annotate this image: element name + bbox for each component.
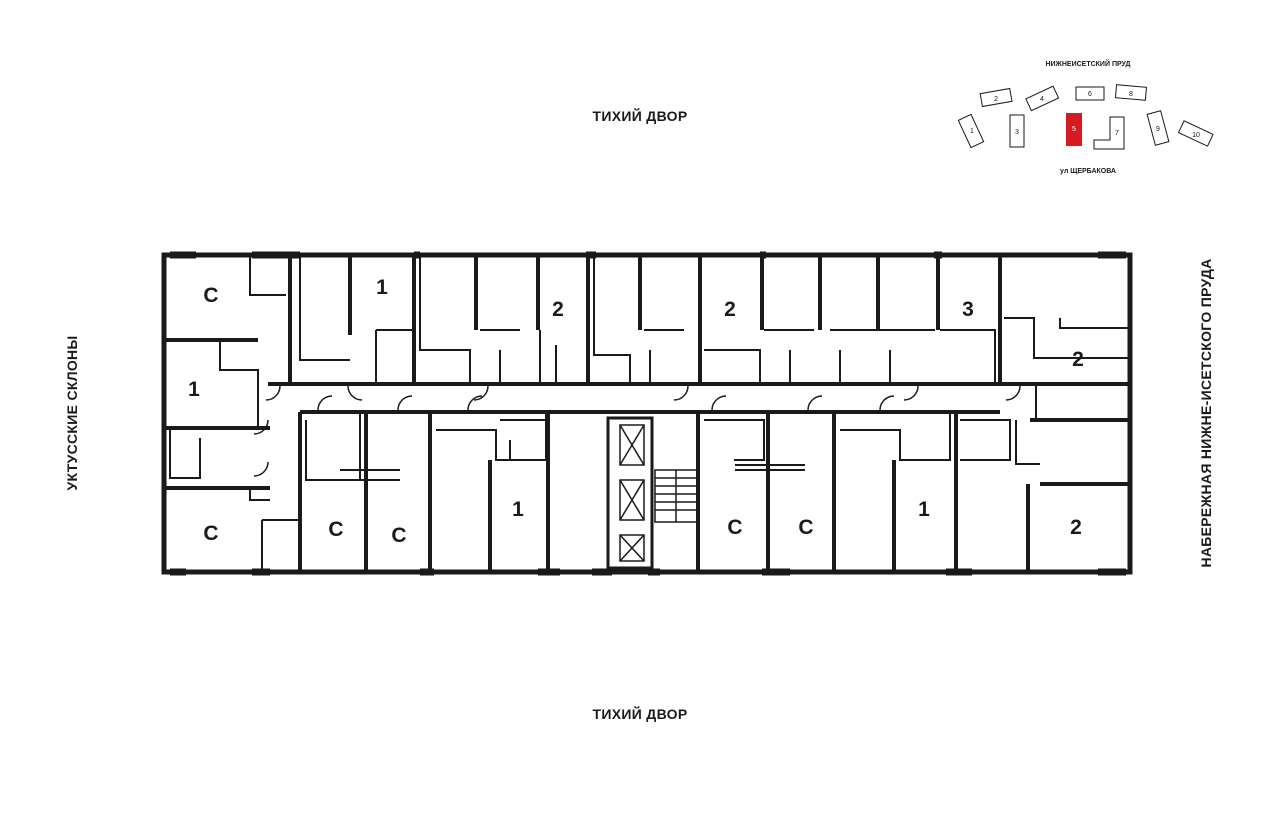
key-building-7[interactable] [1093, 116, 1125, 150]
apartment-type-label: 1 [512, 498, 524, 521]
key-building-1[interactable] [957, 113, 985, 149]
key-number-6: 6 [1088, 91, 1092, 98]
apartment-type-label: С [727, 516, 742, 539]
apartment-type-label: 2 [1072, 348, 1084, 371]
key-number-9: 9 [1156, 126, 1160, 133]
key-plan: НИЖНЕИСЕТСКИЙ ПРУД ул ЩЕРБАКОВА 1 2 3 4 … [957, 59, 1214, 175]
key-building-5-highlighted[interactable] [1066, 113, 1082, 146]
key-number-4: 4 [1040, 96, 1044, 103]
apartment-type-label: 2 [552, 298, 564, 321]
key-building-9[interactable] [1146, 110, 1170, 146]
apartment-type-label: С [391, 524, 406, 547]
building-walls [161, 251, 1133, 576]
label-top-courtyard: ТИХИЙ ДВОР [592, 108, 688, 124]
key-plan-north-label: НИЖНЕИСЕТСКИЙ ПРУД [1045, 59, 1130, 68]
apartment-type-label: 3 [962, 298, 974, 321]
key-number-3: 3 [1015, 129, 1019, 136]
key-number-8: 8 [1129, 91, 1133, 98]
key-number-1: 1 [970, 128, 974, 135]
key-building-3[interactable] [1009, 114, 1025, 148]
apartment-type-label: 2 [724, 298, 736, 321]
label-bottom-courtyard: ТИХИЙ ДВОР [592, 706, 688, 722]
key-building-10[interactable] [1177, 120, 1214, 147]
apartment-type-label: 1 [188, 378, 200, 401]
key-building-4[interactable] [1025, 85, 1060, 112]
key-number-2: 2 [994, 96, 998, 103]
apartment-labels: С 1 С 1 2 2 3 2 С С 1 С С 1 2 [188, 276, 1084, 547]
key-building-6[interactable] [1075, 86, 1105, 101]
apartment-type-label: С [798, 516, 813, 539]
apartment-type-label: С [203, 284, 218, 307]
apartment-type-label: С [203, 522, 218, 545]
key-building-2[interactable] [979, 87, 1013, 108]
apartment-type-label: 2 [1070, 516, 1082, 539]
apartment-type-label: С [328, 518, 343, 541]
key-number-5: 5 [1072, 126, 1076, 133]
key-number-7: 7 [1115, 130, 1119, 137]
apartment-type-label: 1 [918, 498, 930, 521]
key-plan-south-label: ул ЩЕРБАКОВА [1060, 168, 1116, 175]
apartment-type-label: 1 [376, 276, 388, 299]
key-building-8[interactable] [1114, 84, 1148, 101]
key-number-10: 10 [1192, 132, 1200, 139]
